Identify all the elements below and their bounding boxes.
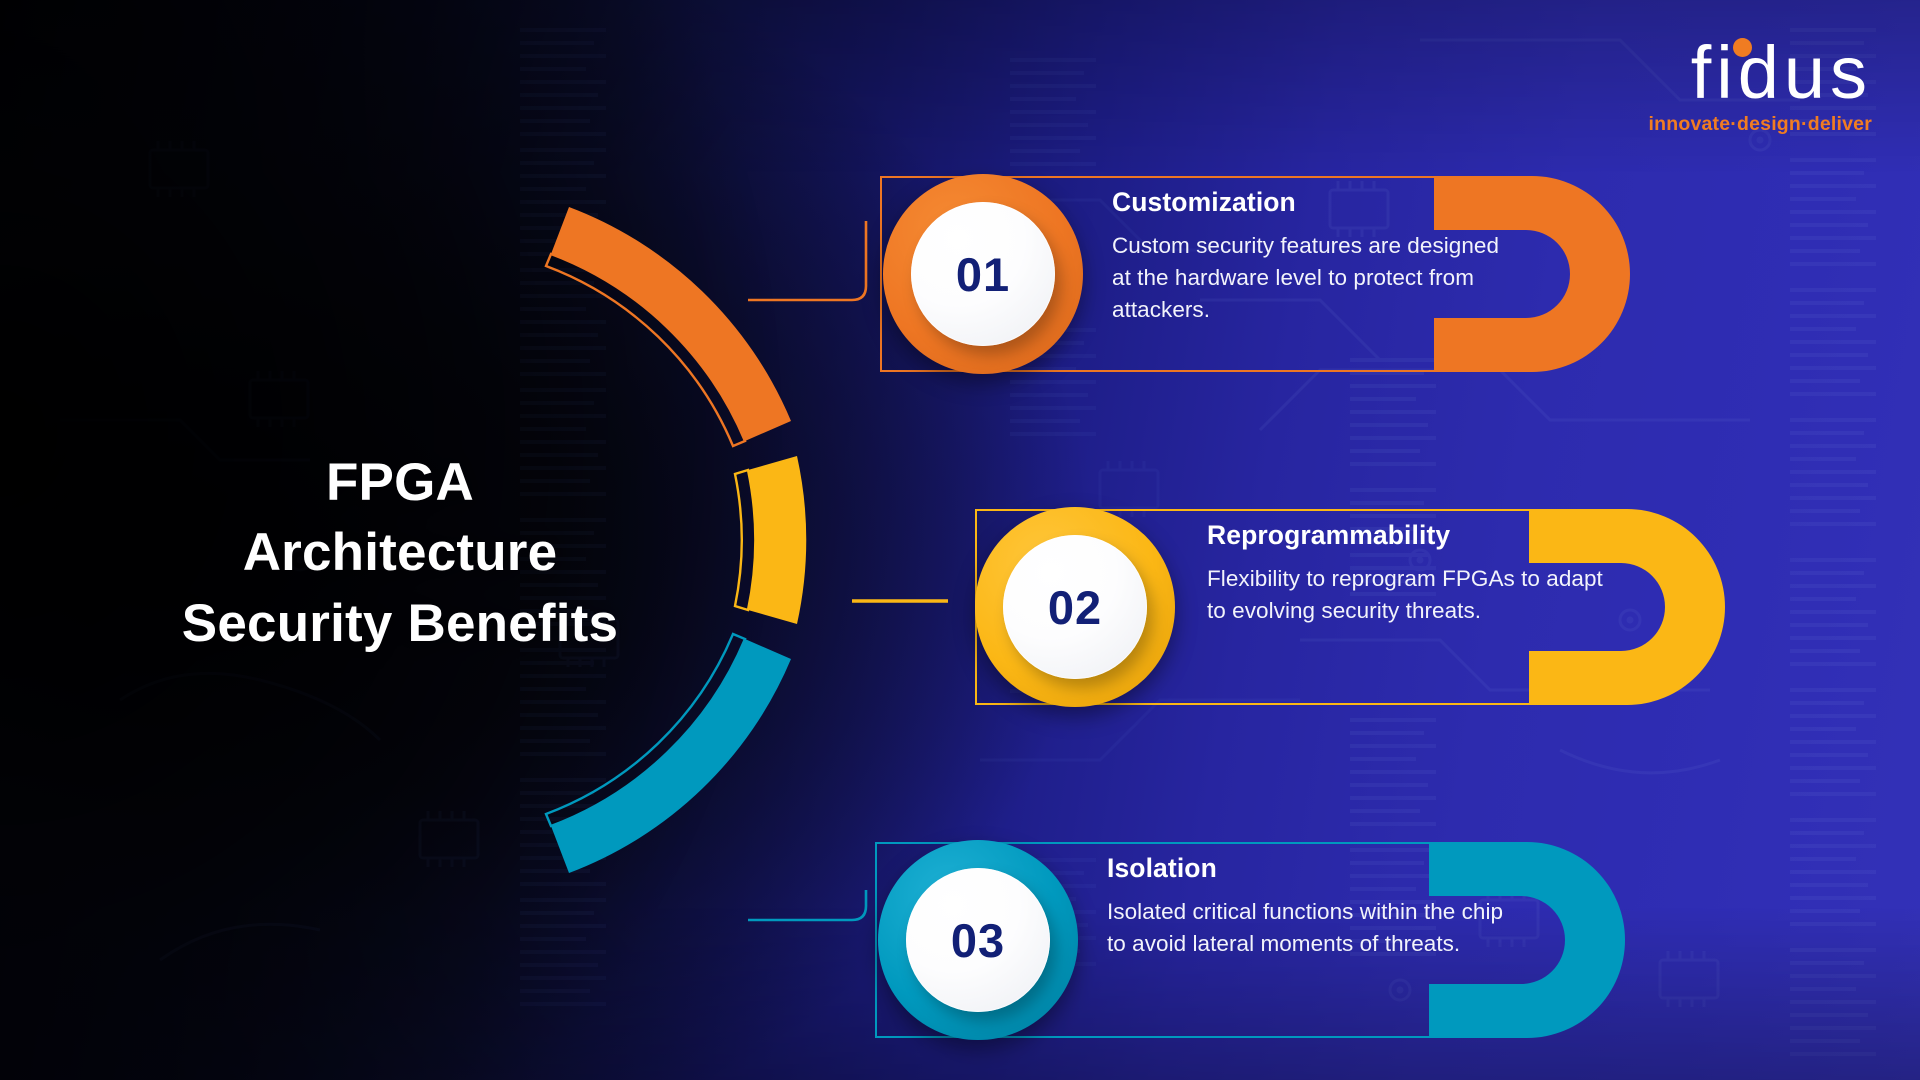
card-2-number-badge: 02 <box>975 507 1175 707</box>
card-3-description: Isolated critical functions within the c… <box>1107 899 1504 956</box>
card-3-badge-disc <box>906 868 1050 1012</box>
card-2-text: Reprogrammability Flexibility to reprogr… <box>1207 520 1607 627</box>
page-title: FPGA Architecture Security Benefits <box>0 448 800 659</box>
benefit-card-1[interactable]: Customization Custom security features a… <box>880 176 1630 372</box>
connector-1 <box>748 221 868 302</box>
card-1-body <box>880 176 1530 372</box>
card-3-number-badge: 03 <box>878 840 1078 1040</box>
brand-logo: fidus innovate·design·deliver <box>1648 31 1872 136</box>
card-1-end-cap-icon <box>1434 176 1630 372</box>
benefit-card-3[interactable]: Isolation Isolated critical functions wi… <box>875 842 1625 1038</box>
card-3-text: Isolation Isolated critical functions wi… <box>1107 853 1507 960</box>
page-title-line-2: Architecture <box>242 523 558 583</box>
card-1-badge-disc <box>911 202 1055 346</box>
logo-tagline: innovate·design·deliver <box>1648 113 1872 136</box>
card-1-number-badge: 01 <box>883 174 1083 374</box>
card-3-end-cap-icon <box>1429 842 1625 1038</box>
card-3-number: 03 <box>950 913 1006 967</box>
card-1-number: 01 <box>955 247 1011 301</box>
card-1-title: Customization <box>1112 187 1296 217</box>
orange-dot-icon <box>1732 38 1752 57</box>
benefit-card-2[interactable]: Reprogrammability Flexibility to reprogr… <box>975 509 1725 705</box>
page-title-line-1: FPGA <box>325 453 475 512</box>
arc-segment-1-orange <box>544 207 791 448</box>
card-2-title: Reprogrammability <box>1207 520 1451 550</box>
card-1-text: Customization Custom security features a… <box>1112 187 1512 326</box>
arc-segment-3-teal <box>544 632 791 873</box>
card-2-number: 02 <box>1047 580 1103 634</box>
logo-wordmark: fidus <box>1690 31 1872 114</box>
page-title-line-3: Security Benefits <box>181 593 619 653</box>
card-2-end-cap-icon <box>1529 509 1725 705</box>
card-3-body <box>875 842 1525 1038</box>
arc-segment-2-yellow <box>733 456 807 624</box>
card-2-badge-disc <box>1003 535 1147 679</box>
card-3-title: Isolation <box>1107 853 1217 883</box>
card-1-description: Custom security features are designed at… <box>1112 233 1500 322</box>
card-2-description: Flexibility to reprogram FPGAs to adapt … <box>1207 566 1603 623</box>
connector-3 <box>748 890 868 922</box>
